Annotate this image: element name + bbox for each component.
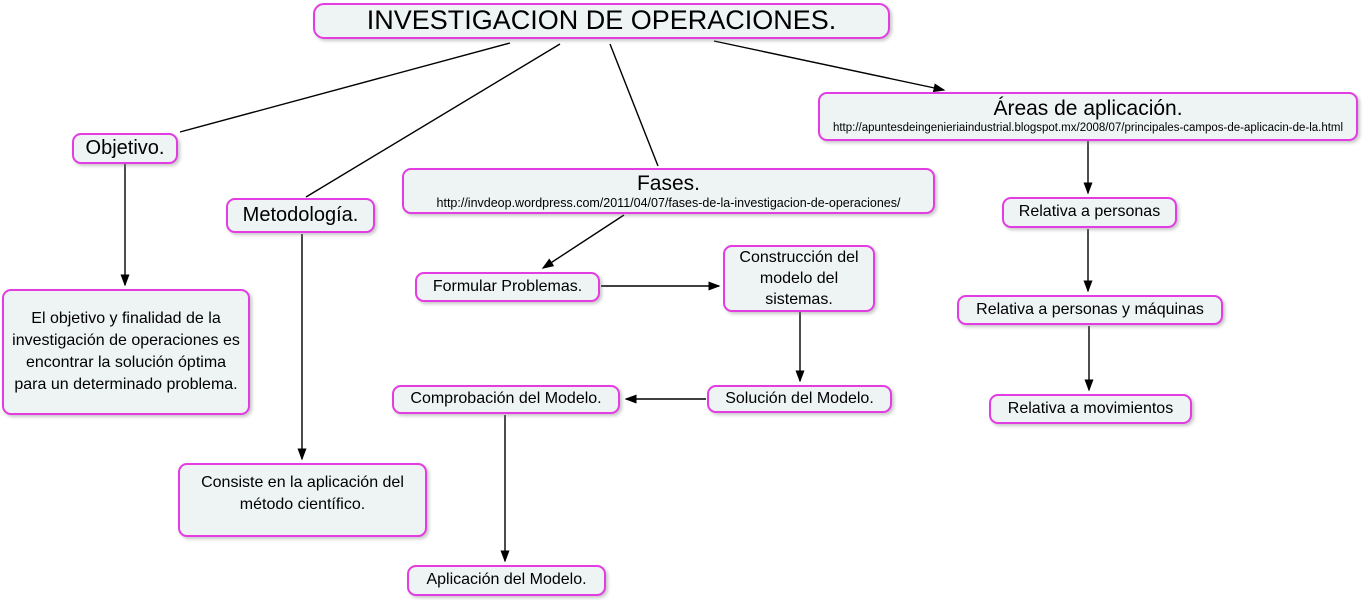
node-formular-problemas: Formular Problemas. [415,272,600,302]
node-aplicacion-modelo: Aplicación del Modelo. [407,565,606,596]
fases-label: Fases. [636,171,701,195]
node-relativa-movimientos: Relativa a movimientos [989,394,1192,424]
node-areas-de-aplicacion: Áreas de aplicación. http://apuntesdeing… [818,92,1358,141]
node-metodologia: Metodología. [226,198,375,233]
node-comprobacion-modelo: Comprobación del Modelo. [392,385,620,414]
node-metodologia-description: Consiste en la aplicación del método cie… [178,463,427,537]
node-objetivo: Objetivo. [72,133,178,164]
connector-title-objetivo [179,42,511,133]
areas-label: Áreas de aplicación. [993,97,1183,120]
node-relativa-personas-maquinas: Relativa a personas y máquinas [957,295,1223,325]
connector-title-fases [609,43,659,167]
node-solucion-modelo: Solución del Modelo. [707,385,892,413]
map-title: INVESTIGACION DE OPERACIONES. [313,3,890,39]
connector-title-areas [713,40,946,93]
node-objetivo-description: El objetivo y finalidad de la investigac… [2,289,250,415]
areas-url-link[interactable]: http://apuntesdeingenieriaindustrial.blo… [832,122,1344,134]
node-fases: Fases. http://invdeop.wordpress.com/2011… [402,168,935,214]
fases-url-link[interactable]: http://invdeop.wordpress.com/2011/04/07/… [436,195,901,210]
connector-fases-formular [541,214,625,269]
node-construccion-modelo: Construcción del modelo del sistemas. [723,245,875,312]
node-relativa-personas: Relativa a personas [1002,197,1177,228]
